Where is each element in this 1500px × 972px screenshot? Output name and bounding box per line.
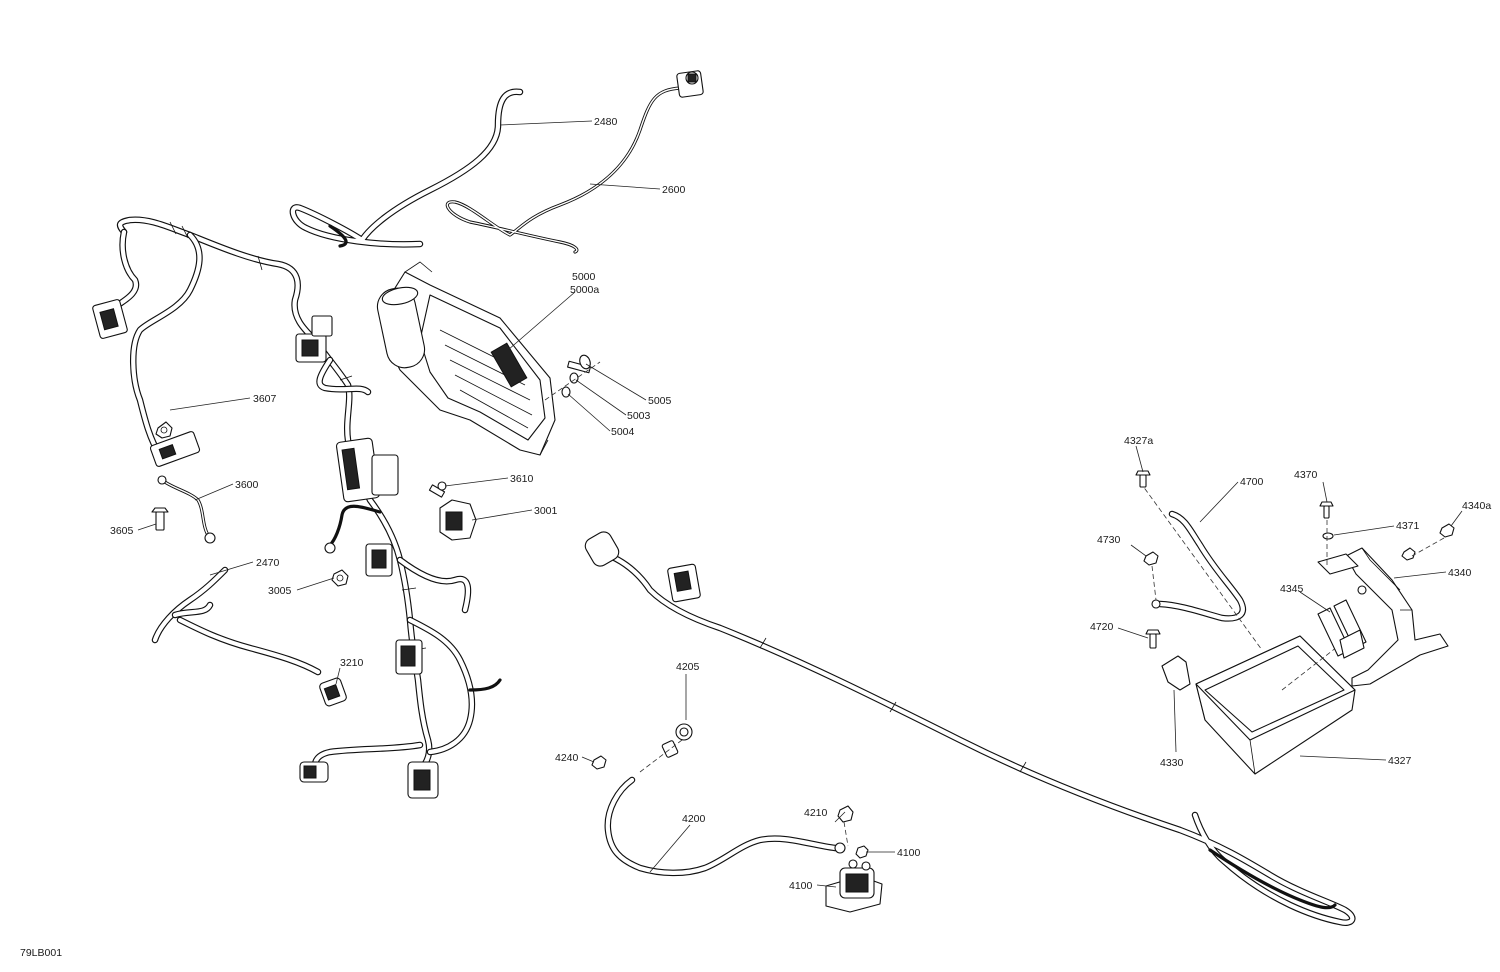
part-4730-nut <box>1143 551 1159 601</box>
callout-4340: 4340 <box>1448 567 1472 579</box>
callout-4205: 4205 <box>676 661 700 673</box>
connector-block-main <box>335 437 399 503</box>
main-harness <box>114 216 502 776</box>
callout-2480: 2480 <box>594 116 618 128</box>
callout-4100-right: 4100 <box>897 847 921 859</box>
callout-3001: 3001 <box>534 505 558 517</box>
part-2480-hose <box>289 88 524 248</box>
harness-connectors <box>92 299 439 799</box>
connector-bottom-left <box>299 761 329 783</box>
callout-4730: 4730 <box>1097 534 1121 546</box>
callout-4720: 4720 <box>1090 621 1114 633</box>
callout-4370: 4370 <box>1294 469 1318 481</box>
part-4700-cable <box>1139 481 1263 651</box>
part-4330-boot <box>1161 655 1191 691</box>
part-4340-bracket <box>1317 547 1449 687</box>
callout-4100-left: 4100 <box>789 880 813 892</box>
callout-3600: 3600 <box>235 479 259 491</box>
ecm-hardware <box>544 354 601 401</box>
part-2470-hose <box>151 566 322 676</box>
part-3600-group <box>149 421 216 544</box>
part-4340a-nut <box>1411 523 1455 557</box>
part-4240-nut <box>591 755 607 770</box>
callout-3210: 3210 <box>340 657 364 669</box>
part-3610-bolt <box>428 481 447 498</box>
part-4200-cable <box>604 776 846 877</box>
callout-4330: 4330 <box>1160 757 1184 769</box>
callout-5005: 5005 <box>648 395 672 407</box>
callout-2600: 2600 <box>662 184 686 196</box>
leader-lines <box>137 120 1463 888</box>
part-4370-bolt <box>1319 501 1334 566</box>
callout-4327a: 4327a <box>1124 435 1153 447</box>
part-3210-connector <box>319 677 347 707</box>
callout-5000: 5000 <box>572 271 596 283</box>
callout-2470: 2470 <box>256 557 280 569</box>
part-4720-bolt <box>1145 629 1161 649</box>
ring-terminal-left <box>324 542 336 554</box>
part-3001-connector <box>439 499 477 541</box>
part-4327-battery <box>1195 635 1356 775</box>
callout-4700: 4700 <box>1240 476 1264 488</box>
part-4327a-bolt <box>1135 470 1151 488</box>
callout-4345: 4345 <box>1280 583 1304 595</box>
part-4100-solenoid <box>825 805 883 913</box>
connector-upper-mid <box>295 315 333 363</box>
callout-labels: 2480 2600 5000 5000a 5005 5003 5004 3607… <box>20 116 1491 959</box>
long-battery-cable <box>584 531 1356 926</box>
callout-4210: 4210 <box>804 807 828 819</box>
part-5000-ecm <box>376 261 556 456</box>
callout-5004: 5004 <box>611 426 635 438</box>
connector-bottom-right <box>407 761 439 799</box>
callout-3607: 3607 <box>253 393 277 405</box>
callout-3610: 3610 <box>510 473 534 485</box>
part-3005-nut <box>331 569 349 587</box>
callout-4327: 4327 <box>1388 755 1412 767</box>
callout-3605: 3605 <box>110 525 134 537</box>
connector-lower <box>395 639 423 675</box>
callout-5003: 5003 <box>627 410 651 422</box>
callout-4240: 4240 <box>555 752 579 764</box>
part-2600-sensor-cable <box>445 70 704 254</box>
callout-4200: 4200 <box>682 813 706 825</box>
callout-3005: 3005 <box>268 585 292 597</box>
connector-left-top <box>92 299 128 339</box>
connector-mid <box>365 543 393 577</box>
figure-code: 79LB001 <box>20 947 62 959</box>
part-4205-terminal <box>639 723 693 773</box>
part-4345-pads <box>1317 599 1367 659</box>
callout-4371: 4371 <box>1396 520 1420 532</box>
callout-5000a: 5000a <box>570 284 599 296</box>
callout-4340a: 4340a <box>1462 500 1491 512</box>
